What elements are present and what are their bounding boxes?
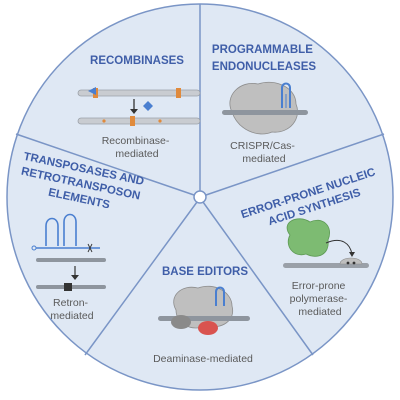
sector-dividers: [15, 4, 385, 356]
base-editor-icon: [158, 285, 250, 335]
sector-base-editors: BASE EDITORS Deaminase-mediated: [153, 266, 253, 365]
divider-bottom-left: [84, 201, 198, 356]
center-hub: [193, 190, 207, 204]
endonucleases-heading: PROGRAMMABLE ENDONUCLEASES: [212, 44, 316, 73]
base-editors-caption: Deaminase-mediated: [153, 353, 253, 365]
sector-endonucleases: PROGRAMMABLE ENDONUCLEASES CRISPR/Cas- m…: [212, 44, 316, 165]
base-editors-heading: BASE EDITORS: [162, 266, 248, 278]
divider-right: [205, 133, 385, 196]
polymerase-icon: [283, 218, 369, 268]
retron-icon: [31, 213, 106, 291]
divider-bottom-right: [202, 201, 314, 356]
sector-recombinases: RECOMBINASES Recombinase- mediated: [77, 55, 201, 160]
divider-left: [15, 133, 195, 196]
recombinases-heading: RECOMBINASES: [90, 55, 184, 67]
error-prone-caption: Error-prone polymerase- mediated: [290, 280, 351, 318]
endonucleases-caption: CRISPR/Cas- mediated: [230, 140, 298, 165]
cas-complex-icon: [222, 81, 308, 135]
transposases-caption: Retron- mediated: [50, 297, 93, 322]
recombination-icon: [77, 87, 201, 126]
recombinases-caption: Recombinase- mediated: [102, 135, 173, 160]
